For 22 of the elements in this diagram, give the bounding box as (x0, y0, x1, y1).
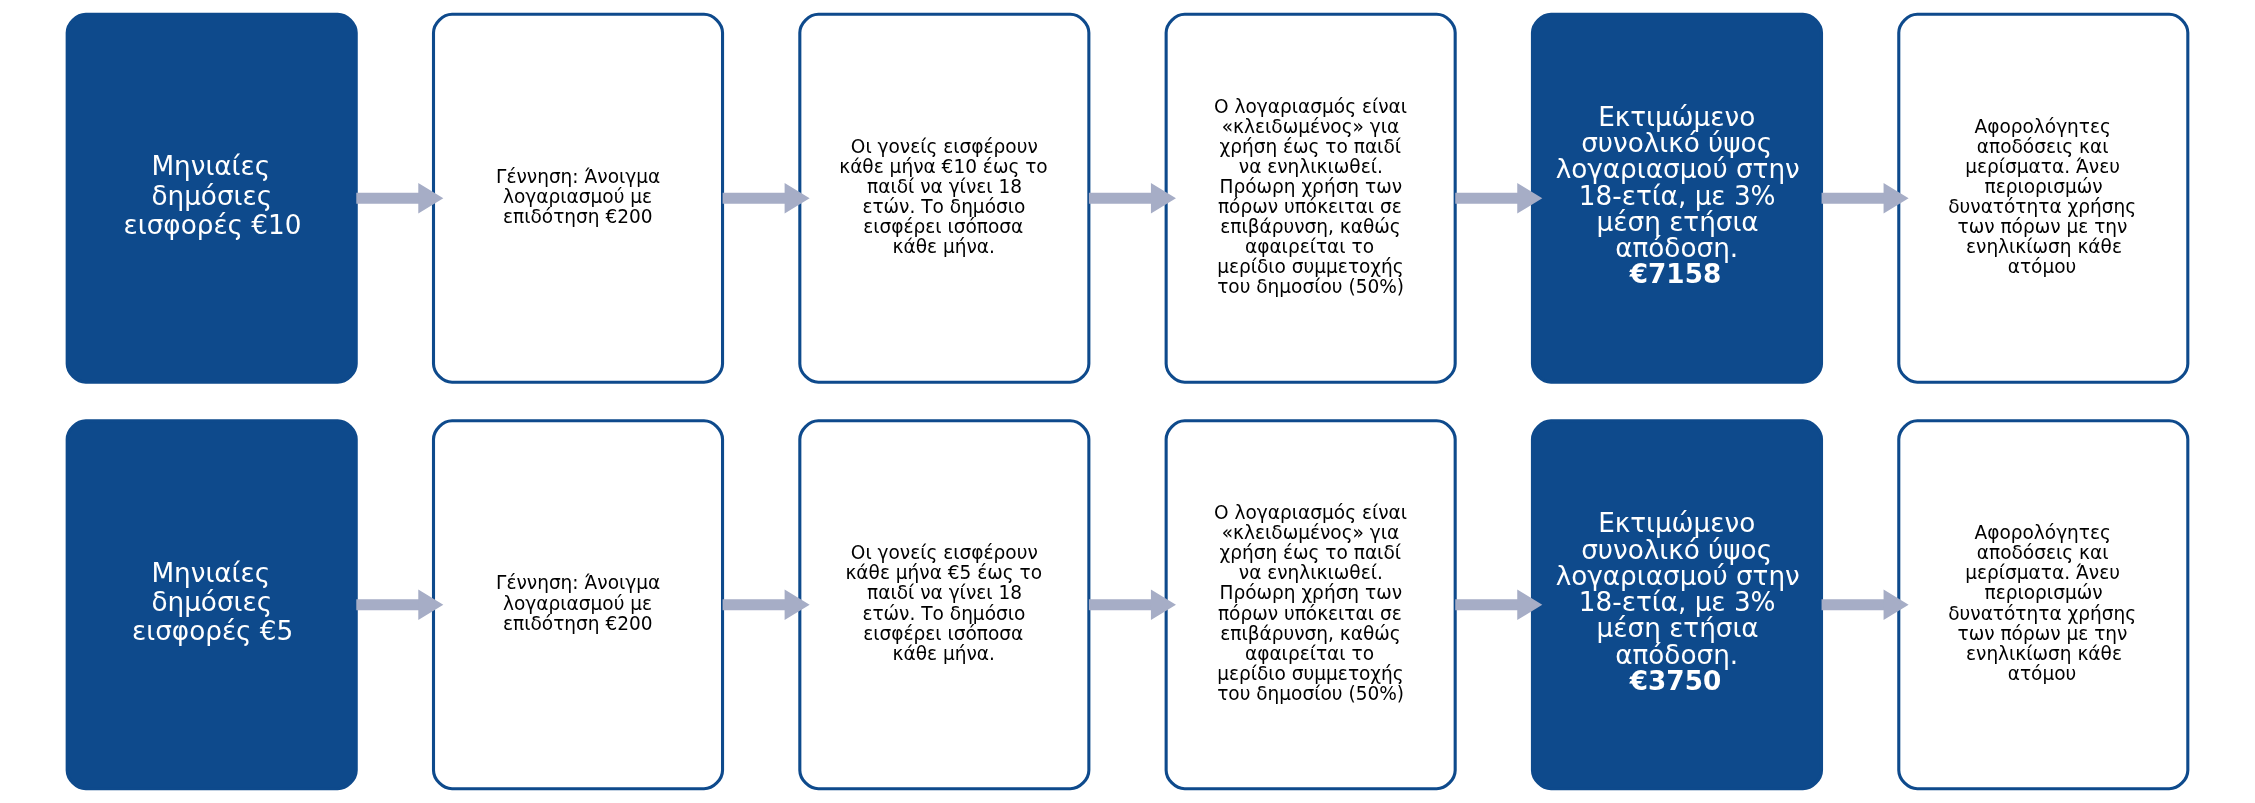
arrow (1088, 182, 1176, 214)
node-box: Ο λογαριασμός είναι «κλειδωμένος» για χρήση έως το παιδί να ενηλικιωθεί. Πρόωρη χρήση των πόρων υπόκειται σε επιβάρυνση, καθώς αφαιρείται το μερίδιο συμμετοχής του δημοσίου (50%) (1164, 419, 1457, 791)
node-box: Μηνιαίες δημόσιες εισφορές €10 (65, 12, 358, 384)
node-box: Αφορολόγητες αποδόσεις και μερίσματα. Άνευ περιορισμών δυνατότητα χρήσης των πόρων με την ενηλικίωση κάθε ατόμου (1897, 419, 2190, 791)
arrow (722, 589, 810, 621)
node-box: Οι γονείς εισφέρουν κάθε μήνα €10 έως το παιδί να γίνει 18 ετών. Το δημόσιο εισφέρει ισόποσα κάθε μήνα. (798, 12, 1091, 384)
node-box: Γέννηση: Άνοιγμα λογαριασμού με επιδότηση €200 (431, 12, 725, 384)
arrow (1455, 589, 1543, 621)
node-box: Μηνιαίες δημόσιες εισφορές €5 (65, 419, 358, 791)
node-box: Ο λογαριασμός είναι «κλειδωμένος» για χρήση έως το παιδί να ενηλικιωθεί. Πρόωρη χρήση των πόρων υπόκειται σε επιβάρυνση, καθώς αφαιρείται το μερίδιο συμμετοχής του δημοσίου (50%) (1164, 12, 1457, 384)
arrow (722, 182, 810, 214)
arrow (1088, 589, 1176, 621)
arrow (1455, 182, 1543, 214)
arrow (356, 182, 444, 214)
node-box: Εκτιμώμενο συνολικό ύψος λογαριασμού στην 18-ετία, με 3% μέση ετήσια απόδοση. €3750 (1530, 419, 1824, 791)
node-box: Οι γονείς εισφέρουν κάθε μήνα €5 έως το παιδί να γίνει 18 ετών. Το δημόσιο εισφέρει ισόποσα κάθε μήνα. (798, 419, 1091, 791)
arrow (1821, 182, 1909, 214)
node-box: Αφορολόγητες αποδόσεις και μερίσματα. Άνευ περιορισμών δυνατότητα χρήσης των πόρων με την ενηλικίωση κάθε ατόμου (1897, 12, 2190, 384)
arrow (1821, 589, 1909, 621)
node-box: Γέννηση: Άνοιγμα λογαριασμού με επιδότηση €200 (431, 419, 725, 791)
node-box: Εκτιμώμενο συνολικό ύψος λογαριασμού στην 18-ετία, με 3% μέση ετήσια απόδοση. €7158 (1530, 12, 1824, 384)
arrow (356, 589, 444, 621)
